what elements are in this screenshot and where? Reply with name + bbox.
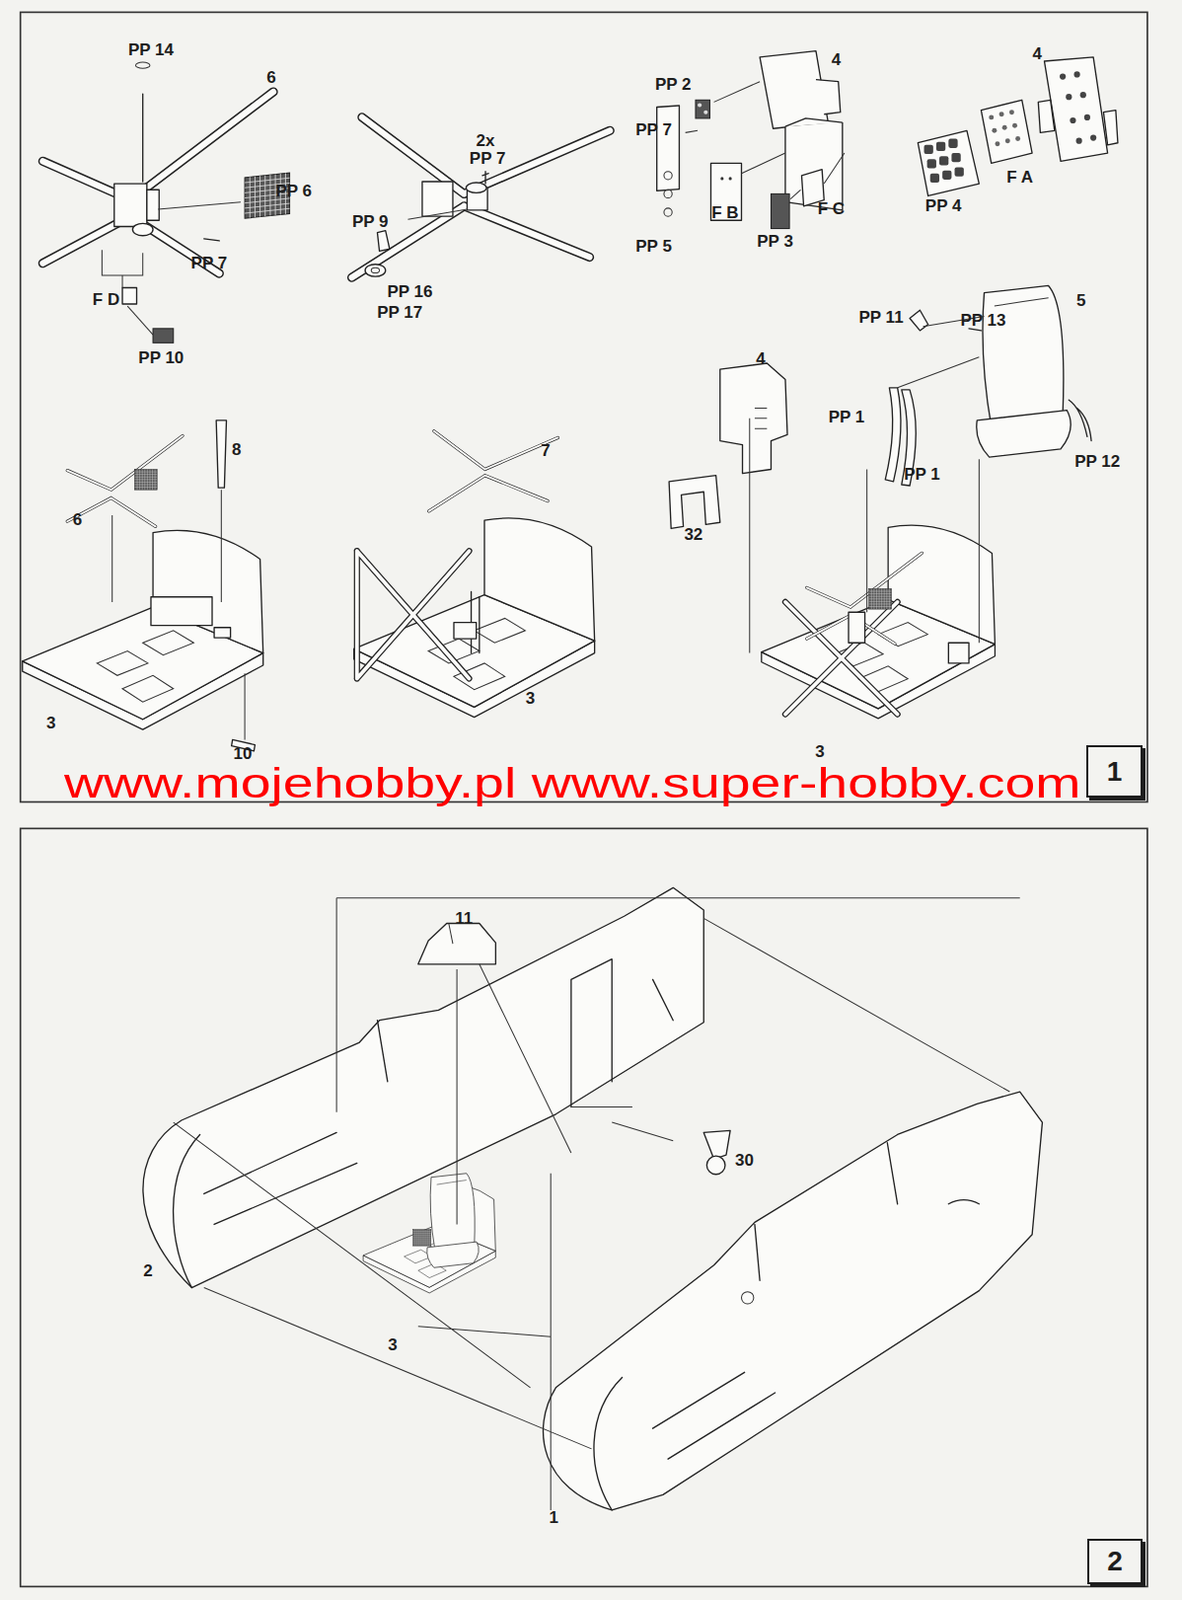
callout-label: 3 [525, 689, 535, 707]
callout-label: PP 13 [960, 310, 1006, 328]
callout-label: 1 [549, 1508, 559, 1526]
callout-label: PP 16 [387, 282, 434, 299]
callout-label: 3 [387, 1335, 397, 1353]
callout-label: PP 14 [128, 40, 174, 58]
watermark: www.mojehobby.pl www.super-hobby.com [64, 762, 1082, 805]
callout-label: 3 [814, 741, 824, 759]
callout-label: 4 [831, 50, 841, 68]
step-number: 2 [1107, 1545, 1123, 1577]
callout-label: 7 [540, 441, 550, 458]
callout-label: PP 7 [635, 121, 672, 139]
callout-label: 2 [143, 1260, 152, 1278]
callout-label: 32 [683, 524, 703, 542]
callout-label: PP 3 [756, 231, 794, 249]
callout-label: 8 [231, 440, 241, 457]
callout-label: F C [817, 199, 845, 217]
callout-label: PP 6 [275, 182, 312, 200]
callout-label: PP 2 [655, 74, 692, 92]
callout-label: 6 [73, 511, 82, 528]
callout-label: 3 [46, 713, 56, 731]
callout-label: 5 [1076, 291, 1086, 308]
callout-label: F D [92, 290, 120, 307]
callout-label: F A [1006, 167, 1034, 185]
callout-label: PP 7 [191, 253, 228, 271]
callout-label: 30 [735, 1151, 754, 1169]
callout-label: F B [711, 203, 739, 221]
step-number-box: 2 [1087, 1538, 1143, 1584]
callout-label: PP 11 [859, 308, 904, 326]
callout-label: PP 5 [635, 237, 672, 255]
callout-label: 2x [476, 131, 496, 148]
callout-label: PP 12 [1074, 452, 1120, 470]
callout-label: PP 7 [469, 149, 507, 167]
callout-label: PP 1 [903, 464, 941, 482]
callout-label: PP 4 [925, 196, 962, 214]
callout-label: 4 [1032, 44, 1041, 62]
callout-label: 10 [233, 743, 253, 761]
callout-label: PP 9 [352, 213, 389, 230]
callout-label: 6 [266, 68, 276, 85]
step-number: 1 [1107, 755, 1123, 788]
callout-label: PP 1 [828, 407, 866, 425]
step-number-box: 1 [1086, 744, 1143, 798]
callout-label: 11 [454, 909, 473, 927]
callout-label: PP 17 [376, 303, 423, 321]
callout-label: PP 10 [138, 348, 184, 366]
callout-label: 4 [755, 349, 765, 367]
